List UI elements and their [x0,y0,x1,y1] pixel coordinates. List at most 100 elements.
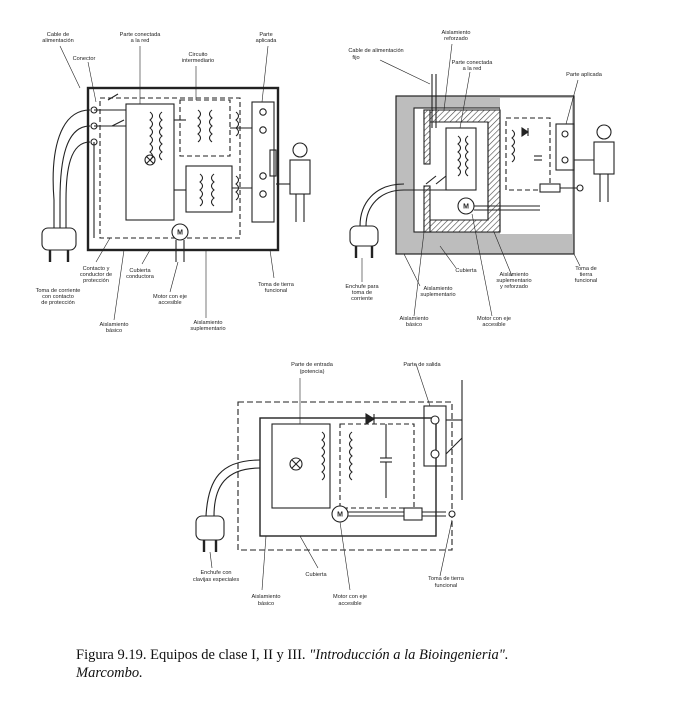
class-iii-diagram [195,363,463,591]
label-basic-2: básico [106,328,122,334]
label-motor3-1: Motor con eje [333,594,367,600]
intermediate-circuit-box [179,99,231,157]
label-basic-1: Aislamiento [100,322,129,328]
label-red-1: Parte conectada [120,32,162,38]
label-applied-2: aplicada [256,38,278,44]
output-part-box [423,405,447,467]
label-applied2: Parte aplicada [566,72,603,78]
label-red2-1: Parte conectada [452,60,494,66]
input-part-box [271,423,331,509]
applied-part-box [555,123,575,171]
label-motor2-2: accesible [482,322,505,328]
label-ground2-2: tierra [580,272,594,278]
label-input-2: (potencia) [300,369,325,375]
label-intermediate-2: intermediario [182,58,214,64]
plug-special-pins [195,515,225,541]
label-ground-2: funcional [265,288,287,294]
label-cable-1: Cable de [47,32,69,38]
label-plug-1: Toma de corriente [36,288,81,294]
motor-letter-1: M [177,230,183,237]
label-plug2-2: toma de [352,290,372,296]
basic-insulation-boundary [99,97,241,239]
plug-for-socket [349,225,379,247]
label-ground3-2: funcional [435,583,457,589]
plug-with-protective-contact [41,227,77,251]
label-supplementary2-2: suplementario [420,292,455,298]
label-supplementary-1: Aislamiento [194,320,223,326]
label-ground3-1: Toma de tierra [428,576,465,582]
label-input-1: Parte de entrada [291,362,334,368]
label-supp-reinf-1: Aislamiento [500,272,529,278]
label-plug2-1: Enchufe para [345,284,379,290]
label-supp-reinf-3: y reforzado [500,284,528,290]
class-ii-diagram [349,43,615,317]
label-supp-reinf-2: suplementario [496,278,531,284]
caption-title: "Introducción a la Bioingenieria". [309,647,509,663]
caption-publisher: Marcombo. [76,665,143,681]
label-plug3-2: clavijas especiales [193,577,240,583]
label-reinforced-2: reforzado [444,36,468,42]
label-basic3-1: Aislamiento [252,594,281,600]
label-cable2-1: Cable de alimentación [348,48,403,54]
figure-caption: Figura 9.19. Equipos de clase I, II y II… [76,646,656,682]
label-ground2-3: funcional [575,278,597,284]
label-cover-1: Cubierta [129,268,151,274]
label-plug3-1: Enchufe con [200,570,231,576]
label-cover-2: conductora [126,274,155,280]
label-cover3: Cubierta [305,572,327,578]
label-basic2-2: básico [406,322,422,328]
label-basic2-1: Aislamiento [400,316,429,322]
conductive-cover [86,86,280,252]
applied-part-box [251,101,275,223]
label-red-2: a la red [131,38,150,44]
class-i-diagram [41,45,311,321]
label-applied-1: Parte [259,32,272,38]
label-connector: Conector [73,56,96,62]
mains-part-box [125,103,175,221]
label-cable-2: alimentación [42,38,73,44]
label-ground2-1: Toma de [575,266,596,272]
label-red2-2: a la red [463,66,482,72]
label-intermediate-1: Circuito [189,52,208,58]
motor-letter-2: M [463,204,469,211]
cover-outline [237,401,453,551]
label-contact-1: Contacto y [83,266,110,272]
label-contact-2: conductor de [80,272,112,278]
caption-prefix: Figura 9.19. Equipos de clase I, II y II… [76,647,310,663]
label-basic3-2: básico [258,601,274,607]
class-iii-labels: Parte de entrada(potencia) Parte de sali… [193,362,465,607]
svg-text:Parte de entrada(potencia): Parte de entrada(potencia) [291,362,334,375]
motor-symbol [171,223,189,241]
mains-part-box [445,127,477,191]
label-plug-3: de protección [41,300,75,306]
label-motor-1: Motor con eje [153,294,187,300]
label-cable2-2: fijo [352,55,359,61]
label-reinforced-1: Aislamiento [442,30,471,36]
label-cover2: Cubierta [455,268,477,274]
label-motor3-2: accesible [338,601,361,607]
label-supplementary2-1: Aislamiento [424,286,453,292]
label-contact-3: protección [83,278,109,284]
